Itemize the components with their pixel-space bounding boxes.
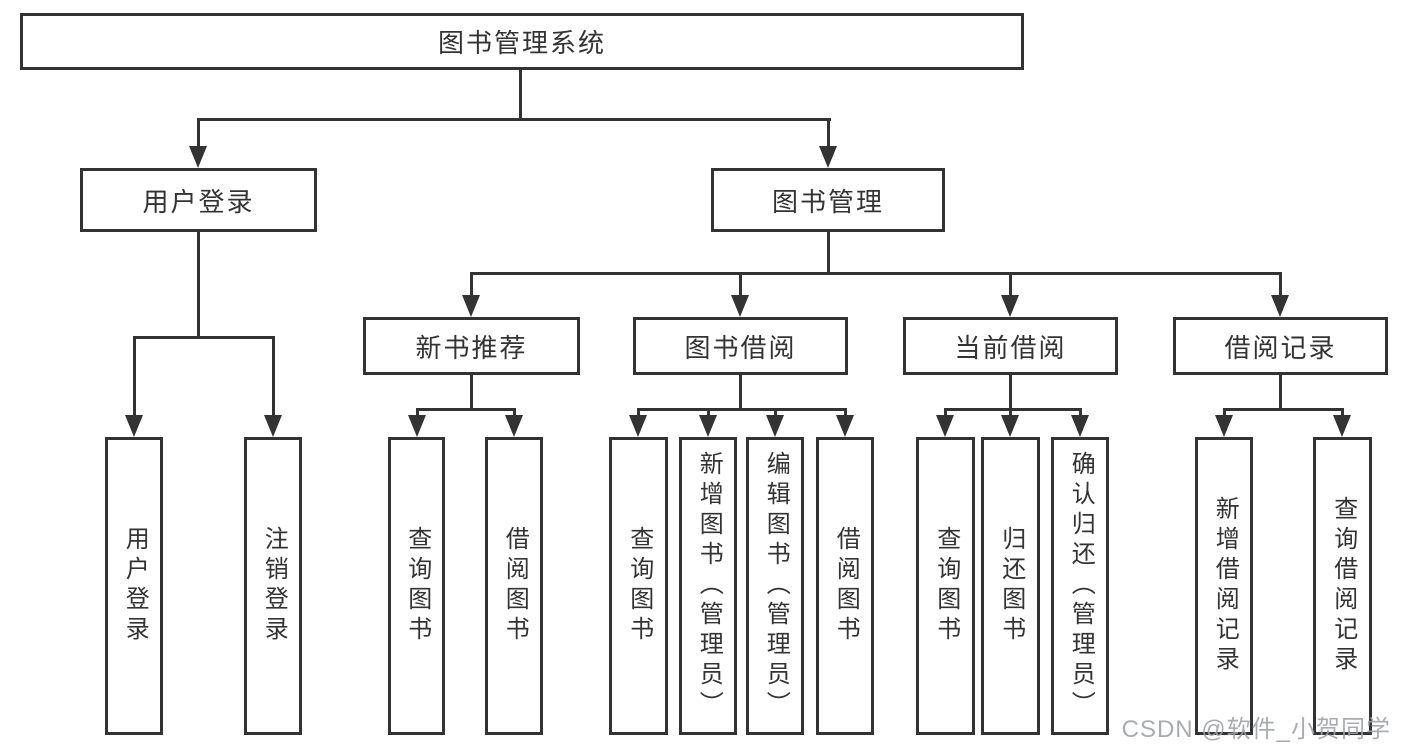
watermark: CSDN @软件_小贺同学 — [1121, 716, 1391, 743]
leaf-borrow-books-label: 借阅图书 — [501, 526, 529, 646]
leaf-user-login: 用户登录 — [105, 437, 163, 735]
connector-borrowing-rail — [637, 408, 847, 411]
connector-records-rail — [1223, 408, 1343, 411]
leaf-add-book-admin-label: 新增图书（管理员） — [695, 451, 723, 721]
arrow-down-icon — [462, 295, 480, 317]
connector-drop-current — [1009, 272, 1012, 297]
node-book-borrowing-label: 图书借阅 — [684, 332, 797, 363]
leaf-logout-label: 注销登录 — [260, 526, 288, 646]
connector-new-books-stem — [470, 375, 473, 411]
leaf-edit-book-admin: 编辑图书（管理员） — [746, 437, 804, 735]
arrow-down-icon — [936, 415, 954, 437]
leaf-return-books: 归还图书 — [981, 437, 1040, 735]
leaf-borrow-books-recommend: 借阅图书 — [485, 437, 543, 735]
node-book-management: 图书管理 — [711, 168, 945, 232]
node-borrow-records: 借阅记录 — [1173, 317, 1388, 375]
connector-drop-leaf — [637, 408, 640, 418]
connector-l1-rail — [197, 118, 831, 121]
connector-borrowing-stem — [739, 375, 742, 411]
leaf-query-borrow-record: 查询借阅记录 — [1313, 437, 1372, 735]
leaf-query-books-borrowing: 查询图书 — [609, 437, 668, 735]
connector-drop-leaf — [1079, 408, 1082, 418]
arrow-down-icon — [505, 415, 523, 437]
connector-drop-logout-leaf — [272, 336, 275, 419]
arrow-down-icon — [731, 295, 749, 317]
node-new-book-recommend: 新书推荐 — [363, 317, 580, 375]
arrow-down-icon — [1001, 415, 1019, 437]
arrow-down-icon — [1071, 415, 1089, 437]
leaf-add-borrow-record: 新增借阅记录 — [1195, 437, 1253, 735]
connector-drop-book-mgmt — [827, 118, 830, 150]
connector-user-login-rail — [133, 336, 275, 339]
node-current-borrowing: 当前借阅 — [903, 317, 1118, 375]
connector-root-stem — [519, 70, 522, 120]
connector-records-stem — [1279, 375, 1282, 411]
leaf-borrow-books-borrowing: 借阅图书 — [816, 437, 874, 735]
connector-drop-leaf — [774, 408, 777, 418]
arrow-down-icon — [819, 146, 837, 168]
arrow-down-icon — [629, 415, 647, 437]
arrow-down-icon — [766, 415, 784, 437]
leaf-edit-book-admin-label: 编辑图书（管理员） — [762, 451, 790, 721]
connector-l2-rail — [470, 272, 1282, 275]
arrow-down-icon — [125, 415, 143, 437]
arrow-down-icon — [699, 415, 717, 437]
arrow-down-icon — [1271, 295, 1289, 317]
connector-book-mgmt-stem — [827, 232, 830, 275]
arrow-down-icon — [189, 146, 207, 168]
connector-drop-leaf — [944, 408, 947, 418]
connector-user-login-stem — [197, 232, 200, 339]
connector-current-rail — [944, 408, 1082, 411]
connector-drop-new-books — [470, 272, 473, 297]
connector-drop-leaf — [1341, 408, 1344, 418]
node-borrow-records-label: 借阅记录 — [1224, 332, 1337, 363]
leaf-query-books-recommend: 查询图书 — [388, 437, 445, 735]
node-user-login-label: 用户登录 — [142, 186, 255, 217]
node-book-management-label: 图书管理 — [771, 186, 884, 217]
leaf-user-login-label: 用户登录 — [121, 526, 149, 646]
leaf-borrow-books-label: 借阅图书 — [832, 526, 860, 646]
leaf-add-book-admin: 新增图书（管理员） — [679, 437, 737, 735]
arrow-down-icon — [408, 415, 426, 437]
connector-drop-leaf — [1223, 408, 1226, 418]
leaf-query-books-current: 查询图书 — [916, 437, 975, 735]
arrow-down-icon — [1215, 415, 1233, 437]
connector-drop-leaf — [416, 408, 419, 418]
leaf-confirm-return-admin-label: 确认归还（管理员） — [1067, 451, 1095, 721]
leaf-logout: 注销登录 — [244, 437, 302, 735]
connector-current-stem — [1009, 375, 1012, 411]
arrow-down-icon — [1001, 295, 1019, 317]
leaf-return-books-label: 归还图书 — [997, 526, 1025, 646]
connector-drop-user-login — [197, 118, 200, 150]
connector-drop-records — [1279, 272, 1282, 297]
arrow-down-icon — [1333, 415, 1351, 437]
connector-drop-leaf — [844, 408, 847, 418]
node-user-login: 用户登录 — [80, 168, 317, 232]
node-root: 图书管理系统 — [20, 13, 1024, 70]
node-new-book-recommend-label: 新书推荐 — [415, 332, 528, 363]
leaf-confirm-return-admin: 确认归还（管理员） — [1051, 437, 1109, 735]
connector-drop-borrowing — [739, 272, 742, 297]
leaf-query-books-label: 查询图书 — [625, 526, 653, 646]
arrow-down-icon — [264, 415, 282, 437]
node-root-label: 图书管理系统 — [437, 28, 606, 58]
leaf-add-borrow-record-label: 新增借阅记录 — [1211, 496, 1239, 676]
connector-drop-leaf — [707, 408, 710, 418]
node-book-borrowing: 图书借阅 — [633, 317, 848, 375]
leaf-query-borrow-record-label: 查询借阅记录 — [1329, 496, 1357, 676]
connector-drop-leaf — [1009, 408, 1012, 418]
connector-drop-leaf — [513, 408, 516, 418]
leaf-query-books-label: 查询图书 — [932, 526, 960, 646]
leaf-query-books-label: 查询图书 — [403, 526, 431, 646]
node-current-borrowing-label: 当前借阅 — [954, 332, 1067, 363]
connector-drop-login-leaf — [133, 336, 136, 419]
arrow-down-icon — [836, 415, 854, 437]
connector-new-books-rail — [416, 408, 516, 411]
